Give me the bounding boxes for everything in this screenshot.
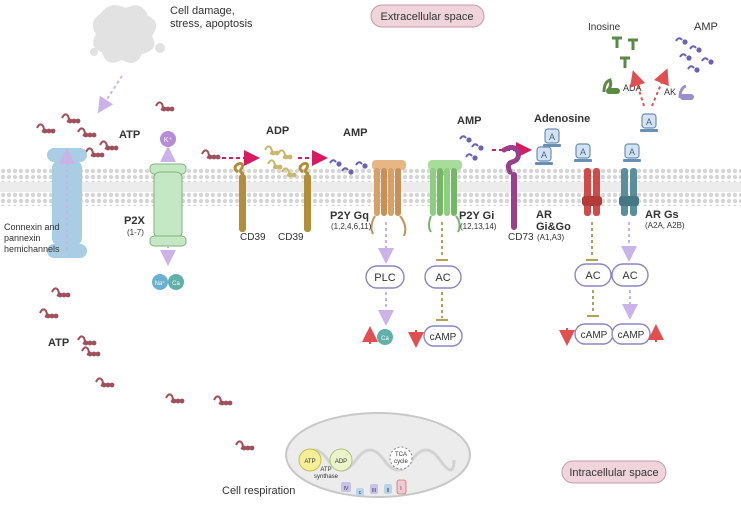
p2y-gq-label: P2Y Gq xyxy=(330,210,369,222)
ca-ion-plc: Ca xyxy=(377,329,393,345)
svg-text:cycle: cycle xyxy=(394,459,408,465)
camp-box-1: cAMP xyxy=(423,325,463,347)
svg-text:Ca: Ca xyxy=(381,336,389,342)
plc-enzyme: PLC xyxy=(365,265,405,289)
svg-text:ATP: ATP xyxy=(320,467,331,473)
p2y-gi-receptor xyxy=(428,160,462,261)
cd73-label: CD73 xyxy=(508,232,534,243)
cell-damage-label-1: Cell damage, xyxy=(170,5,235,17)
svg-text:PLC: PLC xyxy=(374,272,395,284)
connexin-channel xyxy=(47,148,87,258)
inosine-label: Inosine xyxy=(588,22,621,33)
inosine-molecule-group xyxy=(612,36,638,68)
k-ion: K⁺ xyxy=(160,131,176,147)
p2y-gq-sub-label: (1,2,4,6,11) xyxy=(331,222,372,231)
svg-text:AC: AC xyxy=(622,270,637,282)
intracellular-label: Intracellular space xyxy=(569,467,658,479)
cell-damage-label-2: stress, apoptosis xyxy=(170,18,253,30)
atp-label-bottom: ATP xyxy=(48,337,69,349)
svg-text:cAMP: cAMP xyxy=(430,332,457,343)
svg-text:IV: IV xyxy=(344,486,349,492)
ada-enzyme xyxy=(602,78,620,94)
p2x-label: P2X xyxy=(124,215,145,227)
connexin-label-2: pannexin xyxy=(4,233,41,243)
svg-text:II: II xyxy=(387,488,390,494)
svg-text:cAMP: cAMP xyxy=(581,330,608,341)
cd73-protein xyxy=(501,144,521,230)
cd39-label-1: CD39 xyxy=(240,232,266,243)
cd39-protein-1 xyxy=(233,162,246,232)
svg-text:K⁺: K⁺ xyxy=(164,137,173,144)
atp-label-top: ATP xyxy=(119,129,140,141)
svg-text:Ca: Ca xyxy=(172,281,180,287)
p2x-channel xyxy=(149,146,187,266)
svg-text:III: III xyxy=(372,488,376,494)
ak-enzyme xyxy=(678,84,694,100)
ac-enzyme-1: AC xyxy=(424,265,462,289)
amp-label-far: AMP xyxy=(694,21,718,33)
ar-gigo-receptor xyxy=(582,168,602,261)
camp-box-3: cAMP xyxy=(611,323,651,345)
ar-gs-sub-label: (A2A, A2B) xyxy=(645,221,685,230)
p2y-gi-sub-label: (12,13,14) xyxy=(460,222,497,231)
ar-gigo-label-1: AR xyxy=(536,209,552,221)
cd39-label-2: CD39 xyxy=(278,232,304,243)
svg-text:I: I xyxy=(400,486,401,492)
ar-gs-receptor xyxy=(619,168,639,262)
svg-text:AC: AC xyxy=(435,272,450,284)
svg-text:ADP: ADP xyxy=(335,459,347,465)
svg-text:synthase: synthase xyxy=(314,474,339,480)
ac-enzyme-3: AC xyxy=(611,263,649,287)
amp-label-right: AMP xyxy=(457,115,481,127)
extracellular-label-box: Extracellular space xyxy=(370,4,485,28)
cell-respiration-label: Cell respiration xyxy=(222,485,295,497)
ar-gigo-sub-label: (A1,A3) xyxy=(537,233,564,242)
release-arrow xyxy=(97,75,123,114)
camp-box-2: cAMP xyxy=(574,323,614,345)
na-ion: Na⁺ xyxy=(152,274,168,290)
svg-text:TCA: TCA xyxy=(395,452,407,458)
ak-label: AK xyxy=(664,87,676,97)
connexin-label-3: hemichannels xyxy=(4,244,60,254)
adp-label: ADP xyxy=(266,125,289,137)
svg-text:cAMP: cAMP xyxy=(618,330,645,341)
ar-gigo-label-2: Gi&Go xyxy=(536,221,571,233)
adenosine-label: Adenosine xyxy=(534,113,590,125)
svg-text:c: c xyxy=(359,490,362,496)
svg-text:ATP: ATP xyxy=(304,459,315,465)
p2y-gi-label: P2Y Gi xyxy=(459,210,494,222)
svg-text:Na⁺: Na⁺ xyxy=(155,280,166,287)
connexin-label-1: Connexin and xyxy=(4,222,60,232)
p2y-gq-receptor xyxy=(370,160,407,264)
p2x-sub-label: (1-7) xyxy=(127,228,144,237)
svg-text:AC: AC xyxy=(585,270,600,282)
adenosine-to-amp-arrow xyxy=(651,68,669,107)
amp-label-mid: AMP xyxy=(343,127,367,139)
amp-molecule-group xyxy=(329,37,715,176)
mitochondrion: ATP ADP ATP synthase TCA cycle IV c III … xyxy=(285,412,471,498)
ca-ion-p2x: Ca xyxy=(168,274,184,290)
ar-gs-label: AR Gs xyxy=(645,209,679,221)
intracellular-label-box: Intracellular space xyxy=(561,460,667,484)
ada-label: ADA xyxy=(623,83,642,93)
cd39-protein-2 xyxy=(298,162,311,232)
extracellular-label: Extracellular space xyxy=(381,11,474,23)
ac-enzyme-2: AC xyxy=(574,263,612,287)
damaged-cell-icon xyxy=(90,5,165,63)
